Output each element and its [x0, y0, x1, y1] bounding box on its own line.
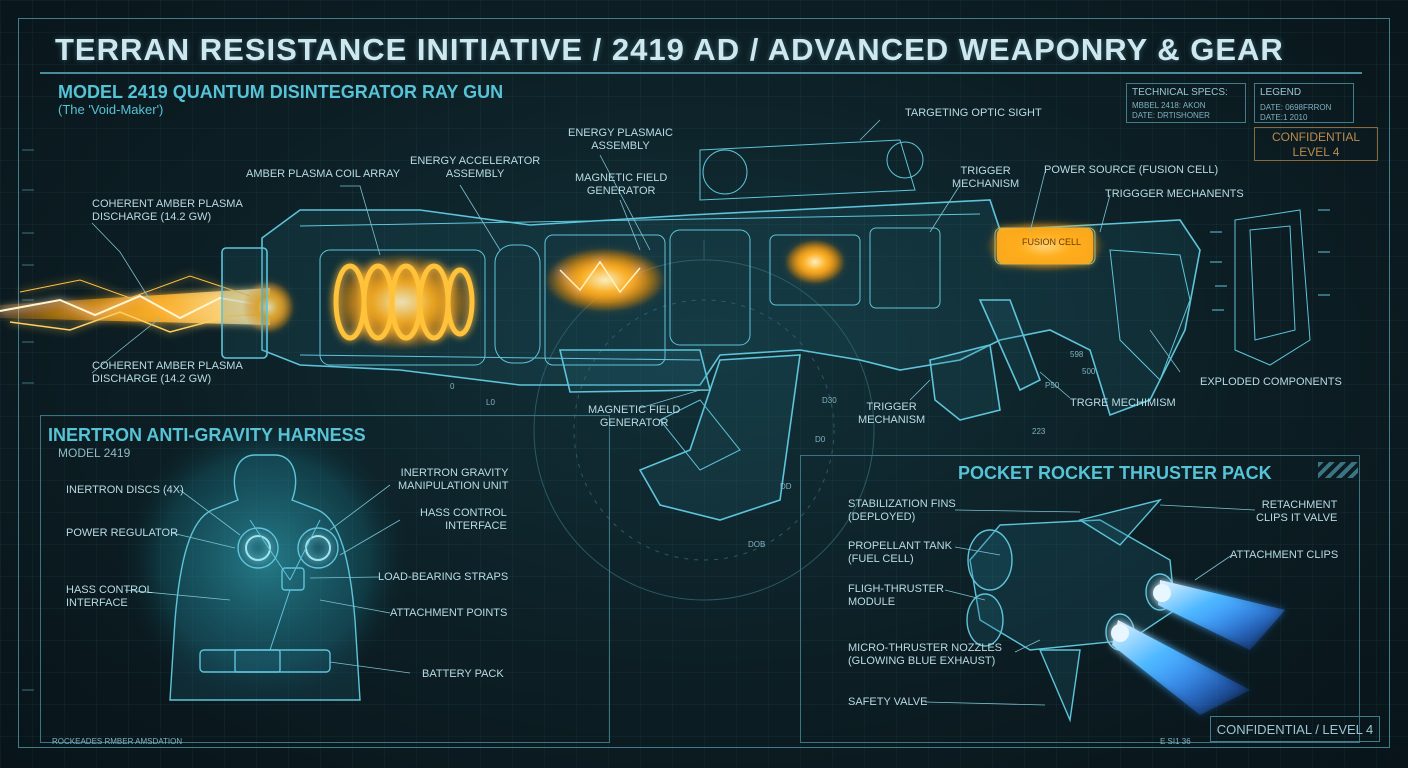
callout-dob: DOB	[748, 540, 766, 549]
label-safety: SAFETY VALVE	[848, 696, 928, 708]
callout-dd: DD	[780, 482, 792, 491]
thruster-leader-lines	[924, 504, 1256, 706]
label-trigger-mechanents: TRIGGGER MECHANENTS	[1105, 188, 1244, 200]
label-power-source: POWER SOURCE (FUSION CELL)	[1044, 164, 1219, 176]
label-attachment-points: ATTACHMENT POINTS	[390, 607, 508, 619]
amber-coils	[327, 220, 1105, 350]
label-battery: BATTERY PACK	[422, 668, 504, 680]
callout-p50: P50	[1045, 381, 1060, 390]
harness-panel	[40, 415, 610, 743]
thruster-panel	[800, 455, 1360, 743]
harness-leader-lines	[124, 484, 411, 674]
background-reticle	[533, 240, 875, 601]
label-trgre: TRGRE MECHIMISM	[1070, 397, 1176, 409]
specs-line-2: DATE: DRTISHONER	[1132, 111, 1210, 120]
footer-mid-text: E SI1 36	[1160, 737, 1191, 746]
label-clips: ATTACHMENT CLIPS	[1230, 549, 1339, 561]
thruster-pack	[966, 498, 1285, 723]
legend-title: LEGEND	[1260, 87, 1302, 98]
callout-d0: D0	[815, 435, 826, 444]
plasma-beam	[0, 275, 294, 333]
confidential-footer: CONFIDENTIAL / LEVEL 4	[1210, 716, 1380, 742]
callout-0: 0	[450, 382, 455, 391]
gun-title: MODEL 2419 QUANTUM DISINTEGRATOR RAY GUN	[58, 82, 504, 102]
label-nozzles: MICRO-THRUSTER NOZZLES(GLOWING BLUE EXHA…	[848, 642, 1002, 667]
ray-gun-body	[221, 199, 1201, 521]
label-exploded: EXPLODED COMPONENTS	[1200, 376, 1342, 388]
label-discs: INERTRON DISCS (4X)	[66, 484, 184, 496]
specs-title: TECHNICAL SPECS:	[1132, 87, 1228, 98]
outer-frame	[18, 18, 1390, 748]
legend-line-2: DATE:1 2010	[1260, 113, 1308, 122]
gun-leader-lines	[91, 119, 1181, 409]
confidential-stamp-line-2: LEVEL 4	[1292, 145, 1340, 159]
label-straps: LOAD-BEARING STRAPS	[378, 571, 509, 583]
label-tank: PROPELLANT TANK(FUEL CELL)	[848, 540, 952, 565]
legend-line-1: DATE: 0698FRRON	[1260, 103, 1332, 112]
harness-subtitle: MODEL 2419	[58, 446, 131, 460]
technical-specs-box	[1126, 83, 1246, 123]
harness-title: INERTRON ANTI-GRAVITY HARNESS	[48, 425, 366, 445]
legend-box	[1254, 83, 1354, 123]
harness-figure	[115, 410, 415, 710]
confidential-stamp-line-1: CONFIDENTIAL	[1271, 130, 1360, 144]
footer-left-text: ROCKEADES RMBER AMSDATION	[52, 737, 183, 746]
callout-l0: L0	[486, 398, 495, 407]
gun-subtitle: (The 'Void-Maker')	[58, 102, 164, 117]
thruster-title-stripes	[1318, 462, 1358, 478]
callout-500: 500	[1082, 367, 1096, 376]
label-optic: TARGETING OPTIC SIGHT	[905, 107, 1042, 119]
callout-223: 223	[1032, 427, 1046, 436]
page-title: TERRAN RESISTANCE INITIATIVE / 2419 AD /…	[55, 32, 1284, 67]
label-fins: STABILIZATION FINS(DEPLOYED)	[848, 498, 956, 523]
label-fusion-cell: FUSION CELL	[1022, 237, 1082, 247]
title-divider	[40, 72, 1362, 74]
callout-598: 598	[1070, 350, 1084, 359]
left-scale	[22, 149, 34, 691]
exploded-screws	[1210, 209, 1330, 311]
specs-line-1: MBBEL 2418: AKON	[1132, 101, 1206, 110]
label-regulator: POWER REGULATOR	[66, 527, 179, 539]
label-coil-array: AMBER PLASMA COIL ARRAY	[246, 168, 401, 180]
callout-d30: D30	[822, 396, 837, 405]
confidential-stamp: CONFIDENTIAL LEVEL 4	[1254, 127, 1378, 161]
thruster-title: POCKET ROCKET THRUSTER PACK	[958, 463, 1272, 483]
